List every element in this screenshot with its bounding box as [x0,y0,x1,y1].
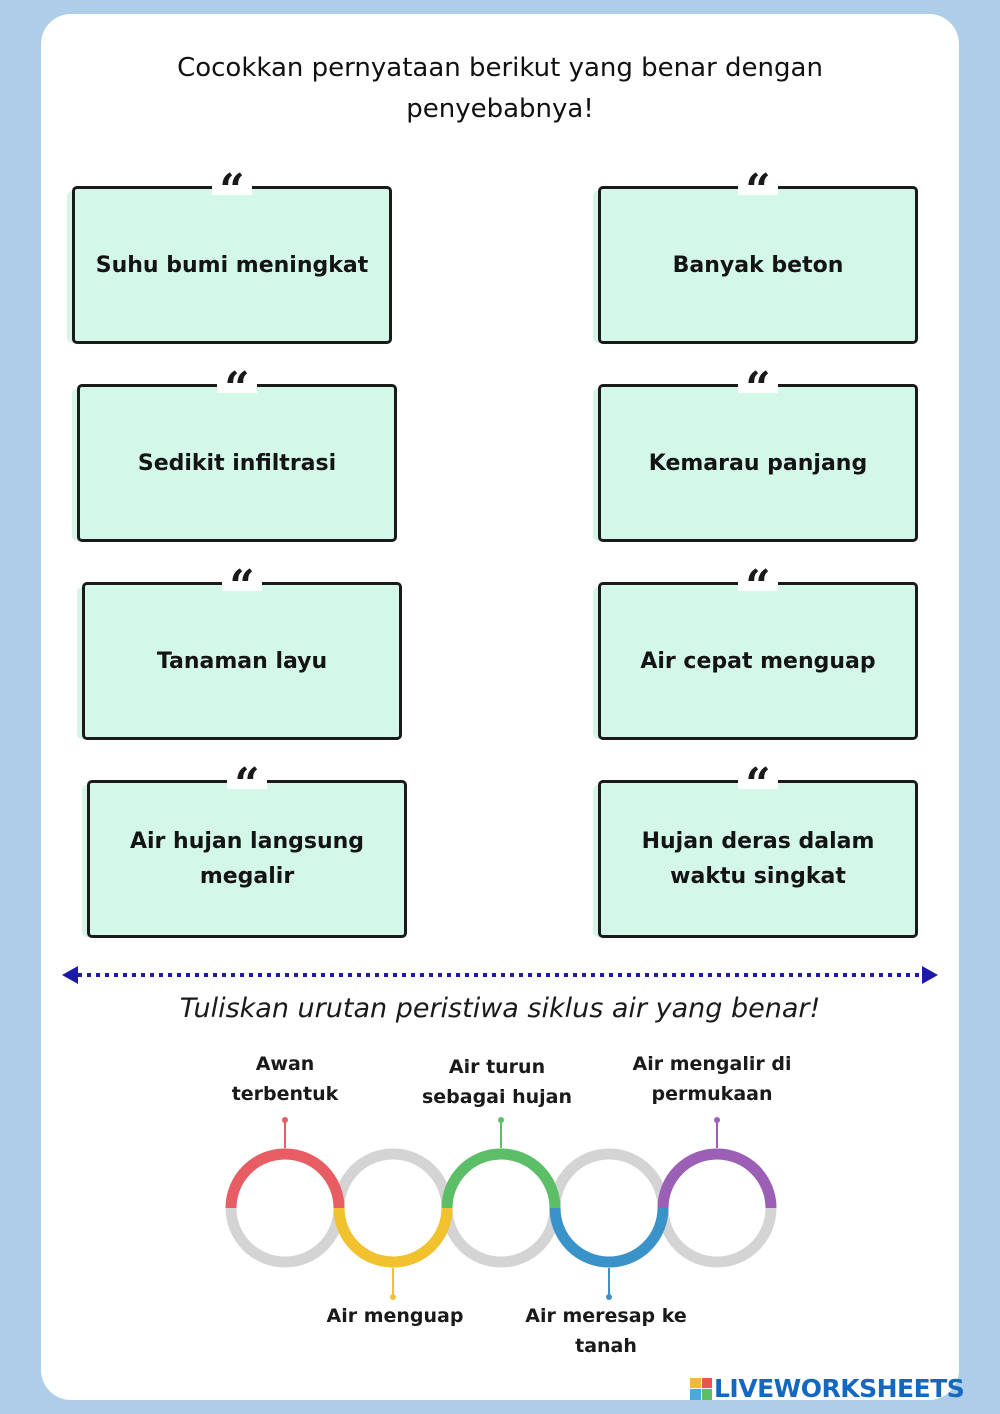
cause-card-3[interactable]: Air cepat menguap “ [593,565,918,740]
quote-icon: “ [227,763,267,789]
card-box: Kemarau panjang [598,384,918,542]
quote-icon: “ [738,169,778,195]
arc-step-3 [441,1148,561,1209]
cause-text: Banyak beton [672,252,844,278]
water-cycle-diagram [225,1117,777,1300]
statement-card-3[interactable]: Tanaman layu “ [77,565,402,740]
quote-icon: “ [738,763,778,789]
cycle-step-label-2: Air menguap [326,1305,464,1327]
connector-dot [606,1294,612,1300]
liveworksheets-icon [690,1377,712,1400]
statement-text: Air hujan langsung megalir [129,829,365,889]
card-box: Suhu bumi meningkat [72,186,392,344]
statement-text: Tanaman layu [156,648,328,674]
cause-card-2[interactable]: Kemarau panjang “ [593,367,918,542]
statement-text: Suhu bumi meningkat [95,252,369,278]
instruction-line-2: penyebabnya! [406,94,594,124]
arc-step-2 [333,1207,453,1268]
card-box: Sedikit infiltrasi [77,384,397,542]
card-box: Air cepat menguap [598,582,918,740]
arc-step-1 [225,1148,345,1209]
quote-icon: “ [222,565,262,591]
cause-text: Kemarau panjang [648,450,868,476]
quote-icon: “ [212,169,252,195]
card-box: Tanaman layu [82,582,402,740]
card-box: Air hujan langsung megalir [87,780,407,938]
connector-dot [390,1294,396,1300]
arrow-right-icon [922,966,938,984]
cycle-instruction: Tuliskan urutan peristiwa siklus air yan… [179,993,821,1024]
statement-card-1[interactable]: Suhu bumi meningkat “ [67,169,392,344]
logo-text: LIVEWORKSHEETS [714,1374,965,1403]
statement-card-2[interactable]: Sedikit infiltrasi “ [72,367,397,542]
dotted-divider [62,966,938,984]
connector-dot [714,1117,720,1123]
arc-step-4 [549,1207,669,1268]
cause-card-4[interactable]: Hujan deras dalam waktu singkat “ [593,763,918,938]
instruction-line-1: Cocokkan pernyataan berikut yang benar d… [177,53,823,83]
cycle-step-label-5: Air mengalir di permukaan [632,1053,792,1105]
cycle-step-label-1: Awan terbentuk [231,1053,339,1105]
quote-icon: “ [738,565,778,591]
arrow-left-icon [62,966,78,984]
cause-text: Hujan deras dalam waktu singkat [641,829,875,889]
quote-icon: “ [738,367,778,393]
cycle-step-label-4: Air meresap ke tanah [525,1305,687,1357]
cause-text: Air cepat menguap [640,648,876,674]
connector-dot [282,1117,288,1123]
cause-card-1[interactable]: Banyak beton “ [593,169,918,344]
liveworksheets-logo: LIVEWORKSHEETS [690,1374,965,1403]
quote-icon: “ [217,367,257,393]
card-box: Hujan deras dalam waktu singkat [598,780,918,938]
arc-step-5 [657,1148,777,1209]
cycle-step-label-3: Air turun sebagai hujan [421,1056,573,1108]
statement-card-4[interactable]: Air hujan langsung megalir “ [82,763,407,938]
connector-dot [498,1117,504,1123]
statement-text: Sedikit infiltrasi [137,450,337,476]
card-box: Banyak beton [598,186,918,344]
